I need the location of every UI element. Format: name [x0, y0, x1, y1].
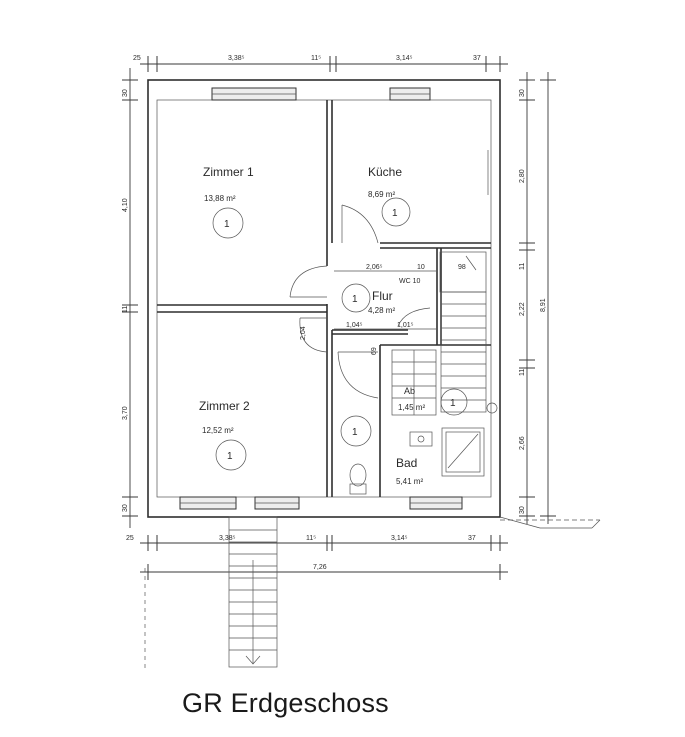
- dim-right-6: 2,66: [519, 436, 526, 450]
- terrace-outline: [499, 516, 601, 529]
- room-name-bad: Bad: [396, 456, 417, 470]
- dim-right-7: 30: [519, 506, 526, 514]
- right-dimension-chain: 30 2,80 11 2,22 11 2,66 30 8,91: [519, 72, 556, 524]
- room-area-kueche: 8,69 m²: [368, 190, 395, 199]
- room-zimmer2: Zimmer 2 12,52 m² 1: [199, 399, 250, 471]
- dim-inner-7: 2,04: [300, 326, 307, 340]
- room-name-ab: Ab: [404, 386, 415, 396]
- dim-overall-width: 7,26: [313, 564, 327, 571]
- dim-left-5: 30: [122, 504, 129, 512]
- room-name-kueche: Küche: [368, 165, 402, 179]
- room-area-zimmer2: 12,52 m²: [202, 426, 234, 435]
- room-name-zimmer1: Zimmer 1: [203, 165, 254, 179]
- dim-left-3: 11: [122, 306, 129, 313]
- top-dimension-chain: 25 3,38⁵ 11⁵ 3,14⁵ 37: [133, 55, 508, 72]
- doors: [289, 204, 431, 399]
- bathroom-fixtures: [349, 402, 498, 495]
- room-area-flur: 4,28 m²: [368, 306, 395, 315]
- dim-top-5: 37: [473, 55, 481, 62]
- interior-walls: [157, 100, 491, 497]
- room-area-bad: 5,41 m²: [396, 477, 423, 486]
- dim-left-2: 4,10: [122, 198, 129, 212]
- dim-right-5: 11: [519, 369, 526, 376]
- dim-inner-6: 1,01⁵: [397, 322, 414, 329]
- dim-bottom-1: 25: [126, 535, 134, 542]
- room-bad: 1 Bad 5,41 m²: [340, 415, 423, 486]
- room-level-zimmer1: 1: [224, 219, 230, 230]
- dim-bottom-4: 3,14⁵: [391, 535, 408, 542]
- room-flur: Flur 4,28 m² 1: [341, 283, 395, 315]
- bottom-dimension-chain: 25 3,38⁵ 11⁵ 3,14⁵ 37 7,26: [126, 535, 508, 580]
- room-name-flur: Flur: [372, 289, 393, 303]
- dim-inner-4: WC 10: [399, 278, 421, 285]
- room-level-flur: 1: [352, 294, 358, 305]
- dim-inner-1: 2,06⁵: [366, 264, 383, 271]
- room-level-zimmer2: 1: [227, 451, 233, 462]
- dim-inner-8: 69: [371, 347, 378, 355]
- dim-inner-3: 98: [458, 264, 466, 271]
- windows-bottom: [179, 496, 463, 510]
- dim-top-1: 25: [133, 55, 141, 62]
- room-level-bad: 1: [352, 427, 358, 438]
- dim-top-3: 11⁵: [311, 55, 321, 62]
- dim-left-4: 3,70: [122, 406, 129, 420]
- left-dimension-chain: 30 4,10 11 3,70 30: [122, 68, 138, 528]
- dim-right-3: 11: [519, 263, 526, 270]
- plan-caption: GR Erdgeschoss: [182, 688, 389, 718]
- dim-bottom-3: 11⁵: [306, 535, 316, 542]
- room-zimmer1: Zimmer 1 13,88 m² 1: [203, 165, 254, 239]
- dim-right-4: 2,22: [519, 302, 526, 316]
- dim-inner-5: 1,04⁵: [346, 322, 363, 329]
- dim-right-2: 2,80: [519, 169, 526, 183]
- inner-dimensions: 2,06⁵ 10 98 WC 10 1,04⁵ 1,01⁵ 2,04 69: [300, 264, 466, 355]
- room-area-ab: 1,45 m²: [398, 403, 425, 412]
- room-level-ab: 1: [450, 398, 456, 409]
- dim-bottom-2: 3,38⁵: [219, 535, 236, 542]
- dim-top-2: 3,38⁵: [228, 55, 245, 62]
- dim-left-1: 30: [122, 89, 129, 97]
- room-level-kueche: 1: [392, 208, 398, 219]
- dim-right-total: 8,91: [540, 298, 547, 312]
- room-name-zimmer2: Zimmer 2: [199, 399, 250, 413]
- windows-top: [211, 87, 431, 101]
- dim-inner-2: 10: [417, 264, 425, 271]
- outer-walls: [147, 79, 501, 518]
- room-kueche: Küche 8,69 m² 1: [368, 165, 411, 227]
- room-abstellraum: Ab 1,45 m² 1: [398, 386, 468, 416]
- staircase: [391, 291, 487, 416]
- dim-bottom-5: 37: [468, 535, 476, 542]
- entrance-stairs: [144, 516, 278, 668]
- room-area-zimmer1: 13,88 m²: [204, 194, 236, 203]
- dim-top-4: 3,14⁵: [396, 55, 413, 62]
- dim-right-1: 30: [519, 89, 526, 97]
